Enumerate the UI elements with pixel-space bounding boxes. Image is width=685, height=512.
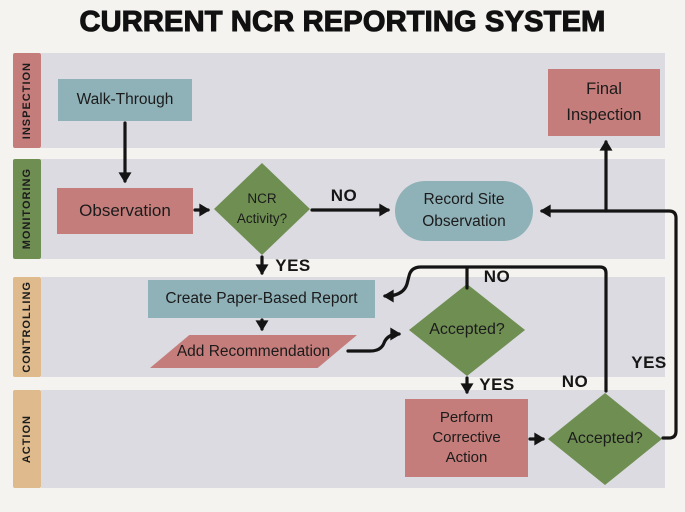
label-action-yes: YES <box>631 353 667 372</box>
create-paper-report-node: Create Paper-Based Report <box>148 280 375 318</box>
lane-tab-monitoring: MONITORING <box>13 159 41 259</box>
lane-label-action: ACTION <box>21 414 33 464</box>
observation-node: Observation <box>57 188 193 234</box>
lane-label-monitoring: MONITORING <box>21 168 33 250</box>
lane-tab-controlling: CONTROLLING <box>13 277 41 377</box>
perform-corrective-action-node: Perform Corrective Action <box>405 399 528 477</box>
page-title: CURRENT NCR REPORTING SYSTEM <box>79 5 606 38</box>
label-action-no: NO <box>561 372 589 391</box>
lane-label-controlling: CONTROLLING <box>21 281 33 373</box>
lane-tab-action: ACTION <box>13 390 41 488</box>
walk-through-node: Walk-Through <box>58 79 192 121</box>
label-review-no: NO <box>483 267 511 286</box>
add-recommendation-node: Add Recommendation <box>150 335 357 368</box>
final-inspection-node: Final Inspection <box>548 69 660 136</box>
label-review-yes: YES <box>479 375 515 394</box>
label-ncr-no: NO <box>330 186 358 205</box>
lane-tab-inspection: INSPECTION <box>13 53 41 148</box>
record-site-observation-node: Record Site Observation <box>395 181 533 241</box>
label-ncr-yes: YES <box>275 256 311 275</box>
lane-label-inspection: INSPECTION <box>21 61 33 140</box>
